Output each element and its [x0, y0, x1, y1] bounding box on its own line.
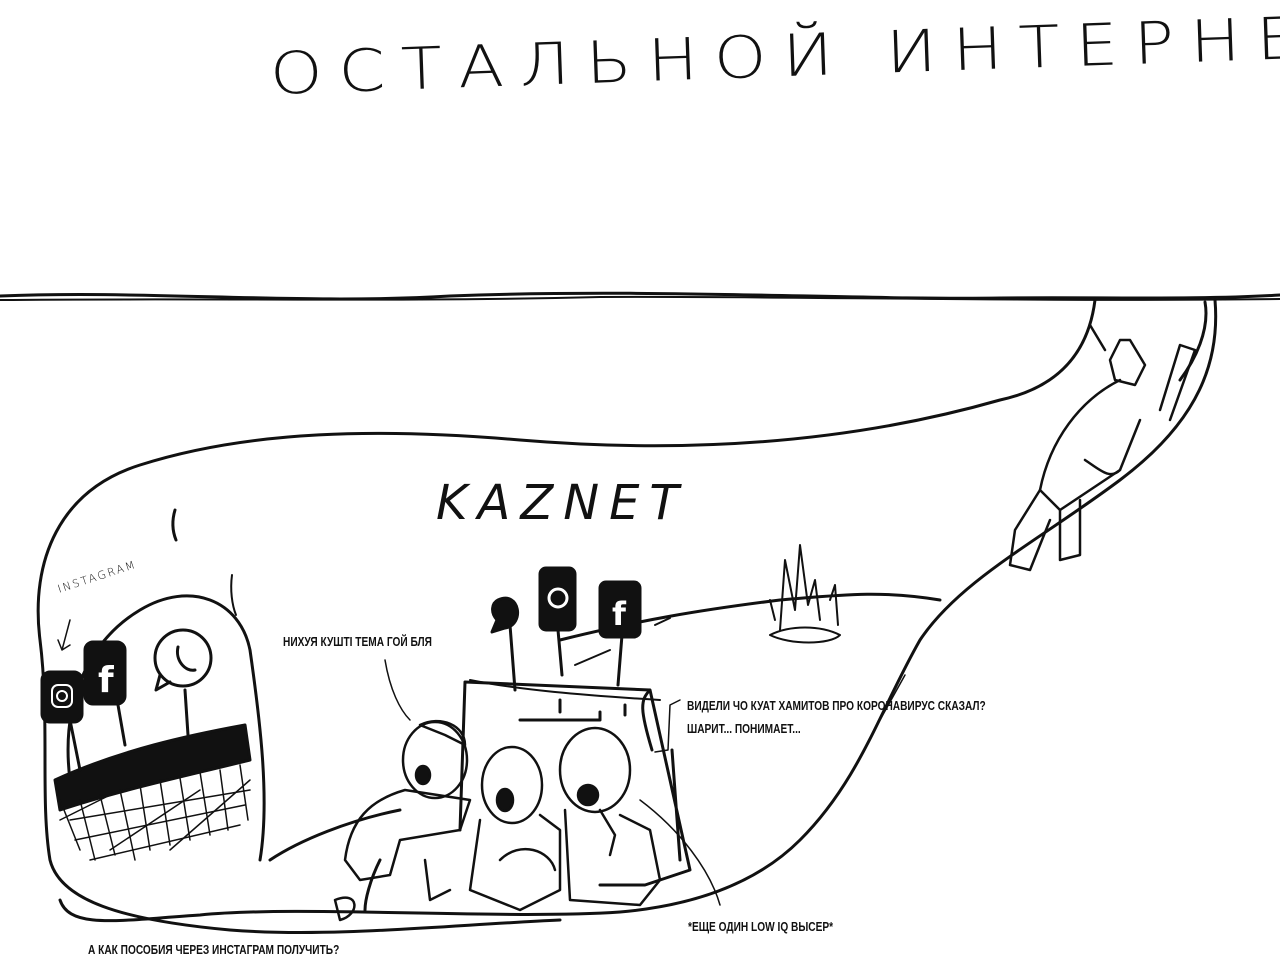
svg-text:f: f	[98, 660, 114, 701]
cave-ceiling	[36, 298, 1097, 935]
title-kaznet: KAZNET	[436, 475, 689, 531]
campfire	[769, 544, 841, 644]
cave-floor	[58, 298, 1218, 923]
left-signs: f	[40, 628, 213, 772]
dark-platform	[53, 723, 252, 812]
caption-middle-line2: ШАРИТ... ПОНИМАЕТ...	[687, 721, 801, 736]
building	[458, 680, 692, 887]
caption-guy-cap: НИХУЯ КУШТІ ТЕМА ГОЙ БЛЯ	[283, 634, 432, 649]
caption-right: *ЕЩЕ ОДИН LOW IQ ВЫСЕР*	[688, 919, 834, 934]
caption-middle-line1: ВИДЕЛИ ЧО КУАТ ХАМИТОВ ПРО КОРОНАВИРУС С…	[687, 698, 986, 713]
people	[333, 719, 662, 922]
caption-bottom-left: А КАК ПОСОБИЯ ЧЕРЕЗ ИНСТАГРАМ ПОЛУЧИТЬ?	[88, 942, 340, 957]
climbing-man	[1008, 323, 1197, 572]
svg-text:f: f	[612, 595, 627, 633]
ground-line	[0, 291, 1280, 301]
